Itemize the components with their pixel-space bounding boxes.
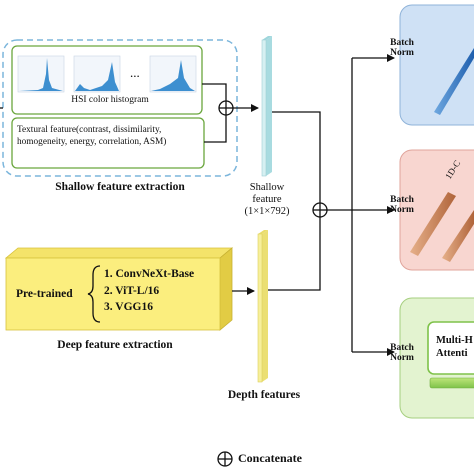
histogram-thumbnail-2 bbox=[73, 55, 121, 93]
histogram-thumbnail-3 bbox=[149, 55, 197, 93]
depth-features-label: Depth features bbox=[227, 389, 301, 401]
concat-symbol-shallow bbox=[218, 100, 234, 116]
histogram-ellipsis: ... bbox=[130, 65, 140, 80]
batch-norm-2-line2: Norm bbox=[390, 204, 414, 215]
attention-line2: Attenti bbox=[436, 348, 468, 360]
models-bracket bbox=[87, 265, 101, 323]
model-list: 1. ConvNeXt-Base 2. ViT-L/16 3. VGG16 bbox=[104, 266, 194, 316]
batch-norm-3-line1: Batch bbox=[390, 343, 414, 353]
model-item-3: 3. VGG16 bbox=[104, 301, 153, 314]
shallow-feature-line2: feature bbox=[252, 194, 282, 206]
batch-norm-label-3: Batch Norm bbox=[378, 343, 426, 364]
shallow-feature-label: Shallow feature (1×1×792) bbox=[232, 182, 302, 218]
histogram-to-concat bbox=[202, 83, 227, 101]
model-item-1: 1. ConvNeXt-Base bbox=[104, 268, 195, 280]
shallow-feature-dims: (1×1×792) bbox=[244, 206, 290, 218]
batch-norm-2-line1: Batch bbox=[390, 195, 414, 205]
batch-norm-label-2: Batch Norm bbox=[378, 195, 426, 216]
brown-stick-1 bbox=[410, 192, 456, 256]
shallow-section-title: Shallow feature extraction bbox=[55, 181, 185, 193]
batch-norm-1-line2: Norm bbox=[390, 47, 414, 58]
attention-green-bar bbox=[429, 377, 474, 389]
blue-stick bbox=[434, 48, 474, 115]
depth-bar-to-concat bbox=[268, 217, 321, 291]
concat-symbol-main bbox=[312, 202, 328, 218]
brown-stick-2 bbox=[442, 210, 474, 262]
histogram-caption: HSI color histogram bbox=[71, 95, 149, 105]
shallow-feature-bar bbox=[261, 36, 272, 177]
pretrained-box bbox=[4, 247, 234, 331]
attention-box bbox=[427, 321, 474, 375]
shallow-bar-to-concat bbox=[272, 111, 321, 203]
model-item-2: 2. ViT-L/16 bbox=[104, 284, 160, 297]
legend-concatenate-label: Concatenate bbox=[238, 451, 302, 465]
batch-norm-1-line1: Batch bbox=[390, 38, 414, 48]
pretrained-label: Pre-trained bbox=[16, 288, 73, 300]
textural-to-concat bbox=[204, 115, 227, 143]
attention-partial-label: Multi-H Attenti bbox=[436, 334, 474, 360]
textural-caption: Textural feature(contrast, dissimilarity… bbox=[17, 125, 167, 147]
depth-feature-bar bbox=[257, 230, 268, 383]
textural-box bbox=[11, 117, 205, 169]
histogram-thumbnail-1 bbox=[17, 55, 65, 93]
shallow-feature-line1: Shallow bbox=[249, 182, 285, 193]
batch-norm-3-line2: Norm bbox=[390, 352, 414, 363]
deep-section-title: Deep feature extraction bbox=[57, 339, 173, 351]
batch-norm-label-1: Batch Norm bbox=[378, 38, 426, 59]
attention-line1: Multi-H bbox=[436, 335, 473, 346]
legend-concat-icon bbox=[217, 451, 233, 467]
branch-panel-blue bbox=[399, 4, 474, 126]
